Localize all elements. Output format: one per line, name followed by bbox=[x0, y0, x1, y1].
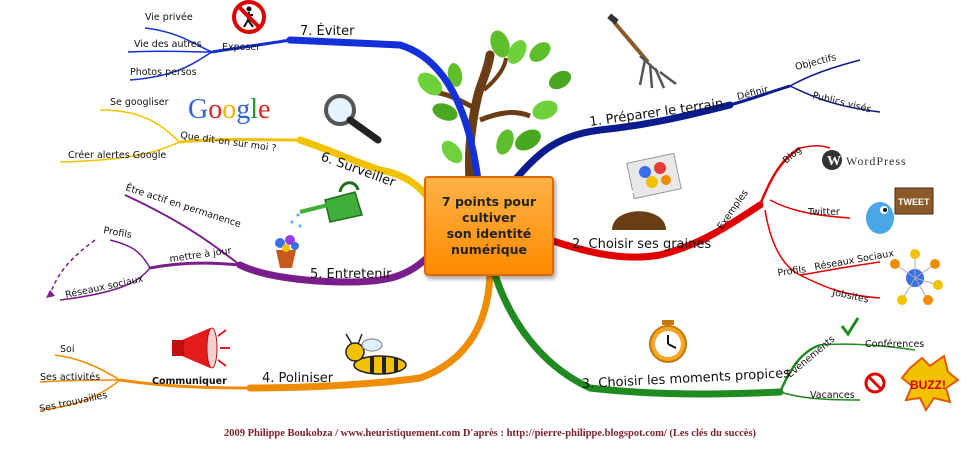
leaf-vie-des-autres: Vie des autres bbox=[134, 39, 202, 50]
clock-icon bbox=[649, 320, 687, 363]
leaf-ses-activites: Ses activités bbox=[40, 372, 100, 383]
checkmark-icon bbox=[840, 317, 860, 337]
branch-4-sub: Communiquer bbox=[152, 376, 227, 387]
leaf-objectifs: Objectifs bbox=[794, 52, 837, 73]
wordpress-text: WordPress bbox=[846, 154, 907, 168]
tweet-sign: TWEET bbox=[898, 197, 930, 207]
flowerpot-icon bbox=[275, 235, 299, 268]
branch-4-label: 4. Poliniser bbox=[262, 371, 334, 386]
branch-7-label: 7. Éviter bbox=[300, 23, 355, 39]
leaf-ses-trouvailles: Ses trouvailles bbox=[38, 390, 108, 415]
network-icon bbox=[890, 249, 943, 305]
branch-2-label: 2. Choisir ses graines bbox=[572, 237, 711, 252]
pitchfork-icon bbox=[607, 13, 677, 89]
branch-2-graines: 2. Choisir ses graines Exemples Blog Twi… bbox=[546, 144, 896, 306]
leaf-conferences: Conférences bbox=[865, 339, 924, 350]
branch-6-sub: Que dit-on sur moi ? bbox=[180, 130, 277, 154]
branch-5-entretenir: 5. Entretenir mettre à jour Être actif e… bbox=[46, 181, 434, 301]
leaf-reseaux-sociaux-5: Réseaux sociaux bbox=[64, 274, 144, 301]
megaphone-icon bbox=[172, 327, 230, 369]
leaf-photos-persos: Photos persos bbox=[130, 67, 197, 78]
branch-4-poliniser: 4. Poliniser Communiquer Soi Ses activit… bbox=[38, 271, 494, 415]
branch-7-sub: Exposer bbox=[222, 42, 260, 53]
leaf-twitter: Twitter bbox=[807, 207, 840, 218]
google-logo: Google bbox=[188, 94, 270, 125]
buzz-icon: BUZZ! bbox=[900, 354, 960, 412]
bee-icon bbox=[345, 333, 407, 375]
leaf-profils-2: Profils bbox=[777, 264, 807, 279]
leaf-jobsites: Jobsites bbox=[830, 287, 869, 306]
center-title: 7 points pour cultiver son identité numé… bbox=[441, 194, 537, 257]
branch-5-sub2: Être actif en permanence bbox=[124, 181, 243, 230]
leaf-profils-5: Profils bbox=[102, 225, 132, 241]
leaf-soi: Soi bbox=[60, 344, 74, 355]
no-pedestrian-icon bbox=[232, 0, 266, 34]
wordpress-logo: W WordPress bbox=[822, 150, 907, 170]
branch-7-evite: 7. Éviter Exposer Vie privée Vie des aut… bbox=[127, 12, 482, 184]
leaf-publics-vises: Publics visés bbox=[811, 90, 872, 115]
tree-icon bbox=[417, 30, 572, 185]
watering-can-icon bbox=[290, 181, 363, 228]
branch-1-sub: Définir bbox=[736, 84, 770, 103]
twitter-bird-icon: TWEET bbox=[866, 187, 934, 234]
branch-3-sub: Évènements bbox=[784, 333, 837, 380]
svg-text:Google: Google bbox=[188, 94, 270, 125]
leaf-se-googliser: Se googliser bbox=[110, 97, 169, 108]
branch-5-label: 5. Entretenir bbox=[310, 267, 392, 282]
buzz-text: BUZZ! bbox=[910, 378, 946, 392]
forbidden-icon bbox=[864, 372, 886, 394]
svg-text:W: W bbox=[827, 154, 841, 169]
magnifier-icon bbox=[324, 94, 382, 144]
center-topic: 7 points pour cultiver son identité numé… bbox=[424, 176, 554, 276]
footer-credit: 2009 Philippe Boukobza / www.heuristique… bbox=[223, 428, 757, 439]
seed-packet-icon bbox=[612, 152, 682, 230]
leaf-vacances: Vacances bbox=[810, 390, 855, 401]
branch-3-label: 3. Choisir les moments propices bbox=[581, 366, 790, 392]
leaf-vie-privee: Vie privée bbox=[145, 12, 193, 23]
leaf-alertes-google: Créer alertes Google bbox=[68, 150, 166, 161]
leaf-reseaux-sociaux-2: Réseaux Sociaux bbox=[814, 248, 896, 273]
